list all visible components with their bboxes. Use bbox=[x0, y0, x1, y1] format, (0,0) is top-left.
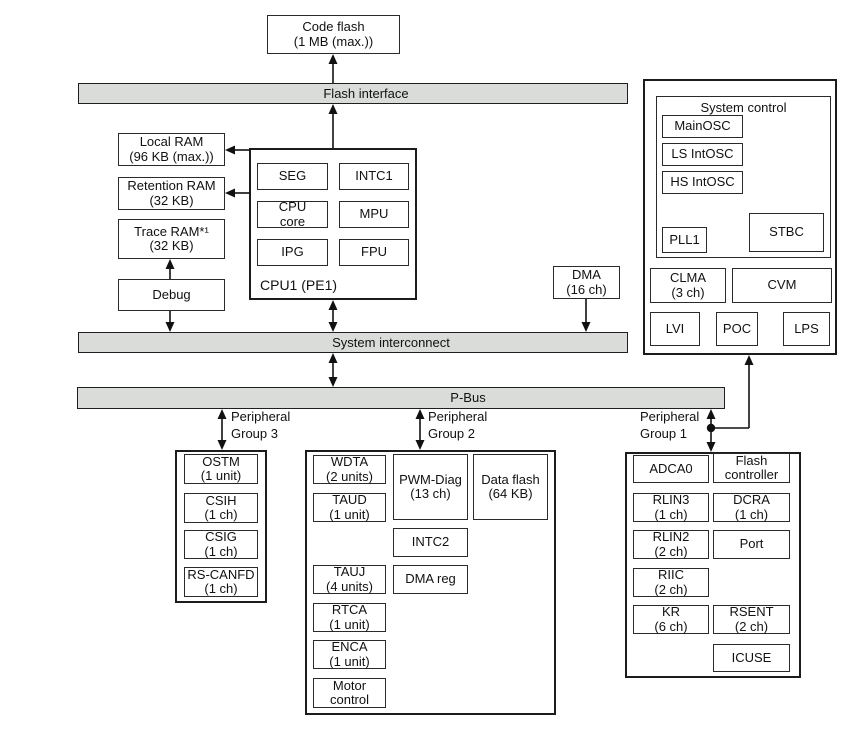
stbc-box: STBC bbox=[749, 213, 824, 252]
fpu-box: FPU bbox=[339, 239, 409, 266]
peripheral-group-1-label: Peripheral Group 1 bbox=[640, 409, 700, 441]
dcra-box: DCRA (1 ch) bbox=[713, 492, 790, 522]
taud-box: TAUD (1 unit) bbox=[313, 492, 386, 522]
tauj-box: TAUJ (4 units) bbox=[313, 564, 386, 594]
peripheral-group-3-label: Peripheral Group 3 bbox=[231, 409, 291, 441]
wdta-box: WDTA (2 units) bbox=[313, 454, 386, 484]
csih-box: CSIH (1 ch) bbox=[184, 493, 258, 523]
p-bus: P-Bus bbox=[77, 387, 725, 409]
trace-ram-box: Trace RAM*¹ (32 KB) bbox=[118, 219, 225, 259]
mainosc-box: MainOSC bbox=[662, 115, 743, 138]
system-interconnect-bus: System interconnect bbox=[78, 332, 628, 353]
flash-interface-label: Flash interface bbox=[323, 85, 409, 101]
flash-controller-box: Flash controller bbox=[713, 453, 790, 483]
intc2-box: INTC2 bbox=[393, 528, 468, 557]
p-bus-label: P-Bus bbox=[450, 389, 486, 405]
ipg-box: IPG bbox=[257, 239, 328, 266]
csig-box: CSIG (1 ch) bbox=[184, 529, 258, 559]
pwm-diag-box: PWM-Diag (13 ch) bbox=[393, 454, 468, 520]
rsent-box: RSENT (2 ch) bbox=[713, 604, 790, 634]
peripheral-group-2-label: Peripheral Group 2 bbox=[428, 409, 488, 441]
mpu-box: MPU bbox=[339, 201, 409, 228]
icuse-box: ICUSE bbox=[713, 644, 790, 672]
debug-box: Debug bbox=[118, 279, 225, 311]
rs-canfd-box: RS-CANFD (1 ch) bbox=[184, 567, 258, 597]
ls-intosc-box: LS IntOSC bbox=[662, 143, 743, 166]
seg-box: SEG bbox=[257, 163, 328, 190]
rtca-box: RTCA (1 unit) bbox=[313, 602, 386, 632]
port-box: Port bbox=[713, 530, 790, 559]
riic-box: RIIC (2 ch) bbox=[633, 567, 709, 597]
adca0-box: ADCA0 bbox=[633, 455, 709, 483]
junction-dot bbox=[706, 423, 716, 433]
enca-box: ENCA (1 unit) bbox=[313, 639, 386, 669]
data-flash-box: Data flash (64 KB) bbox=[473, 454, 548, 520]
motor-control-box: Motor control bbox=[313, 678, 386, 708]
lps-box: LPS bbox=[783, 312, 830, 346]
rlin3-box: RLIN3 (1 ch) bbox=[633, 492, 709, 522]
local-ram-box: Local RAM (96 KB (max.)) bbox=[118, 133, 225, 166]
clma-box: CLMA (3 ch) bbox=[650, 268, 726, 303]
flash-interface-bus: Flash interface bbox=[78, 83, 628, 104]
dma-reg-box: DMA reg bbox=[393, 565, 468, 594]
ostm-box: OSTM (1 unit) bbox=[184, 454, 258, 484]
poc-box: POC bbox=[716, 312, 758, 346]
cpu1-label: CPU1 (PE1) bbox=[260, 276, 338, 293]
cpu-core-box: CPU core bbox=[257, 199, 328, 228]
hs-intosc-box: HS IntOSC bbox=[662, 171, 743, 194]
system-control-title: System control bbox=[700, 100, 787, 115]
peripheral-group-1-box bbox=[625, 452, 801, 678]
cvm-box: CVM bbox=[732, 268, 832, 303]
code-flash-box: Code flash (1 MB (max.)) bbox=[267, 15, 400, 54]
intc1-box: INTC1 bbox=[339, 163, 409, 190]
kr-box: KR (6 ch) bbox=[633, 604, 709, 634]
retention-ram-box: Retention RAM (32 KB) bbox=[118, 177, 225, 210]
rlin2-box: RLIN2 (2 ch) bbox=[633, 529, 709, 559]
pll1-box: PLL1 bbox=[662, 227, 707, 253]
system-interconnect-label: System interconnect bbox=[332, 334, 450, 350]
dma-box: DMA (16 ch) bbox=[553, 266, 620, 299]
lvi-box: LVI bbox=[650, 312, 700, 346]
